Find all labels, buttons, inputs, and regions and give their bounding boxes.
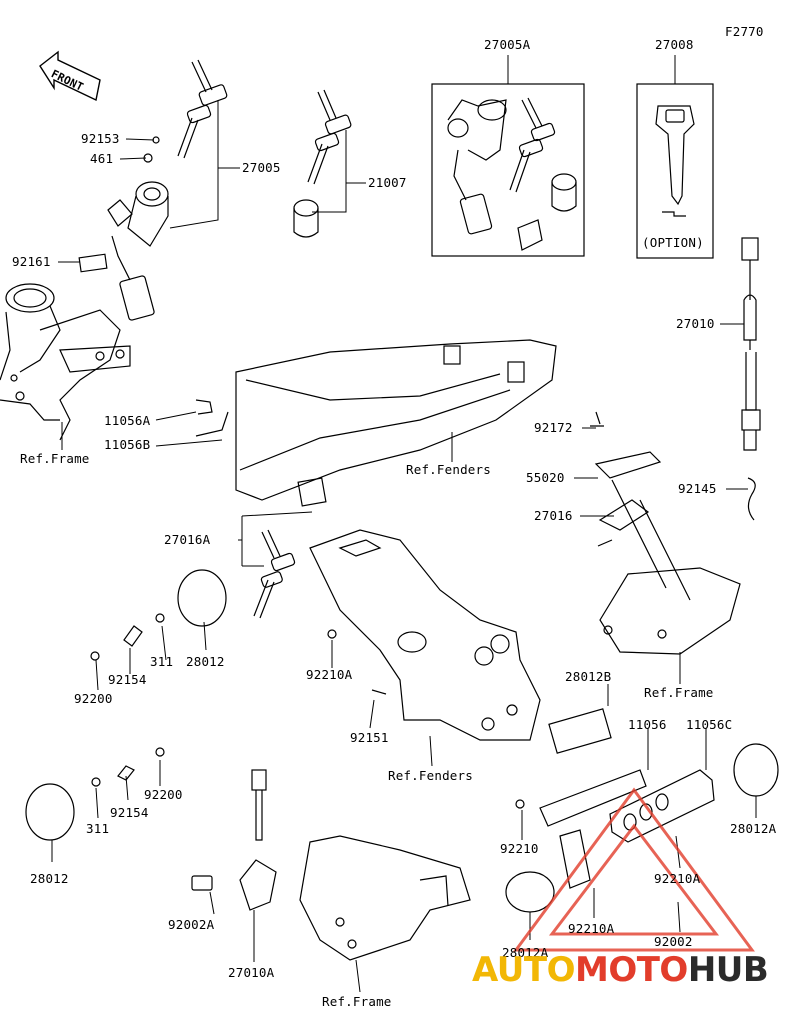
spring-92145 [747, 477, 756, 521]
sensor-27010A-drawing [191, 769, 277, 911]
label-92210A-2: 92210A [654, 871, 701, 886]
label-92002: 92002 [654, 934, 693, 949]
watermark-triangle-logo [513, 787, 755, 952]
label-311-2: 311 [86, 821, 110, 836]
label-11056: 11056 [628, 717, 667, 732]
rear-frame-bracket-drawing [590, 411, 741, 655]
label-311-1: 311 [150, 654, 174, 669]
label-92210A-1: 92210A [306, 667, 353, 682]
label-27010A: 27010A [228, 965, 275, 980]
label-92200-2: 92200 [144, 787, 183, 802]
rear-fender-upper-drawing [195, 339, 557, 507]
ignition-switch-27005-drawing [107, 136, 169, 321]
label-27016A: 27016A [164, 532, 211, 547]
ref-fenders-label-2: Ref.Fenders [388, 768, 473, 783]
label-28012A-2: 28012A [502, 945, 549, 960]
label-92210: 92210 [500, 841, 539, 856]
ref-frame-label-1: Ref.Frame [20, 451, 90, 466]
blank-key-27008-box [636, 83, 714, 259]
sensor-27010-drawing [741, 237, 761, 451]
label-461: 461 [90, 151, 114, 166]
label-27008: 27008 [655, 37, 694, 52]
label-92002A: 92002A [168, 917, 215, 932]
watermark-part-auto: AUTO [472, 950, 575, 990]
front-arrow-icon [39, 50, 101, 102]
label-27016: 27016 [534, 508, 573, 523]
label-92145: 92145 [678, 481, 717, 496]
label-11056A: 11056A [104, 413, 151, 428]
label-27010: 27010 [676, 316, 715, 331]
label-55020: 55020 [526, 470, 565, 485]
switch-set-27005A-box [431, 83, 585, 257]
frame-lower-drawing [299, 835, 471, 961]
key-set-27016A-drawing [253, 529, 296, 619]
reflector-28012A-right [733, 743, 779, 797]
option-label: (OPTION) [642, 235, 704, 250]
key-set-21007-drawing [293, 89, 352, 238]
ref-frame-label-2: Ref.Frame [644, 685, 714, 700]
label-11056B: 11056B [104, 437, 151, 452]
label-28012-1: 28012 [186, 654, 225, 669]
label-92151: 92151 [350, 730, 389, 745]
label-27005A: 27005A [484, 37, 531, 52]
watermark-part-moto: MOTO [574, 950, 688, 990]
label-92154-2: 92154 [110, 805, 149, 820]
rear-fender-lower-drawing [309, 529, 541, 741]
leader-lines [51, 55, 757, 993]
label-92154-1: 92154 [108, 672, 147, 687]
label-92172: 92172 [534, 420, 573, 435]
frame-upper-left-drawing [0, 283, 131, 441]
label-21007: 21007 [368, 175, 407, 190]
label-92153: 92153 [81, 131, 120, 146]
label-11056C: 11056C [686, 717, 733, 732]
label-92161: 92161 [12, 254, 51, 269]
label-27005: 27005 [242, 160, 281, 175]
pad-92161 [78, 253, 108, 273]
ref-fenders-label-1: Ref.Fenders [406, 462, 491, 477]
watermark-logo-text: AUTOMOTOHUB [472, 950, 769, 990]
reflector-28012B [548, 708, 612, 754]
label-28012-2: 28012 [30, 871, 69, 886]
label-92210A-3: 92210A [568, 921, 615, 936]
label-28012A-1: 28012A [730, 821, 777, 836]
ignition-key-27005-drawing [177, 59, 228, 159]
label-28012B: 28012B [565, 669, 612, 684]
watermark-part-hub: HUB [687, 950, 769, 990]
reflector-28012-upper [90, 569, 227, 661]
reflector-28012-lower [25, 747, 165, 841]
label-92200-1: 92200 [74, 691, 113, 706]
ref-frame-label-3: Ref.Frame [322, 994, 392, 1009]
figure-code: F2770 [725, 24, 764, 39]
